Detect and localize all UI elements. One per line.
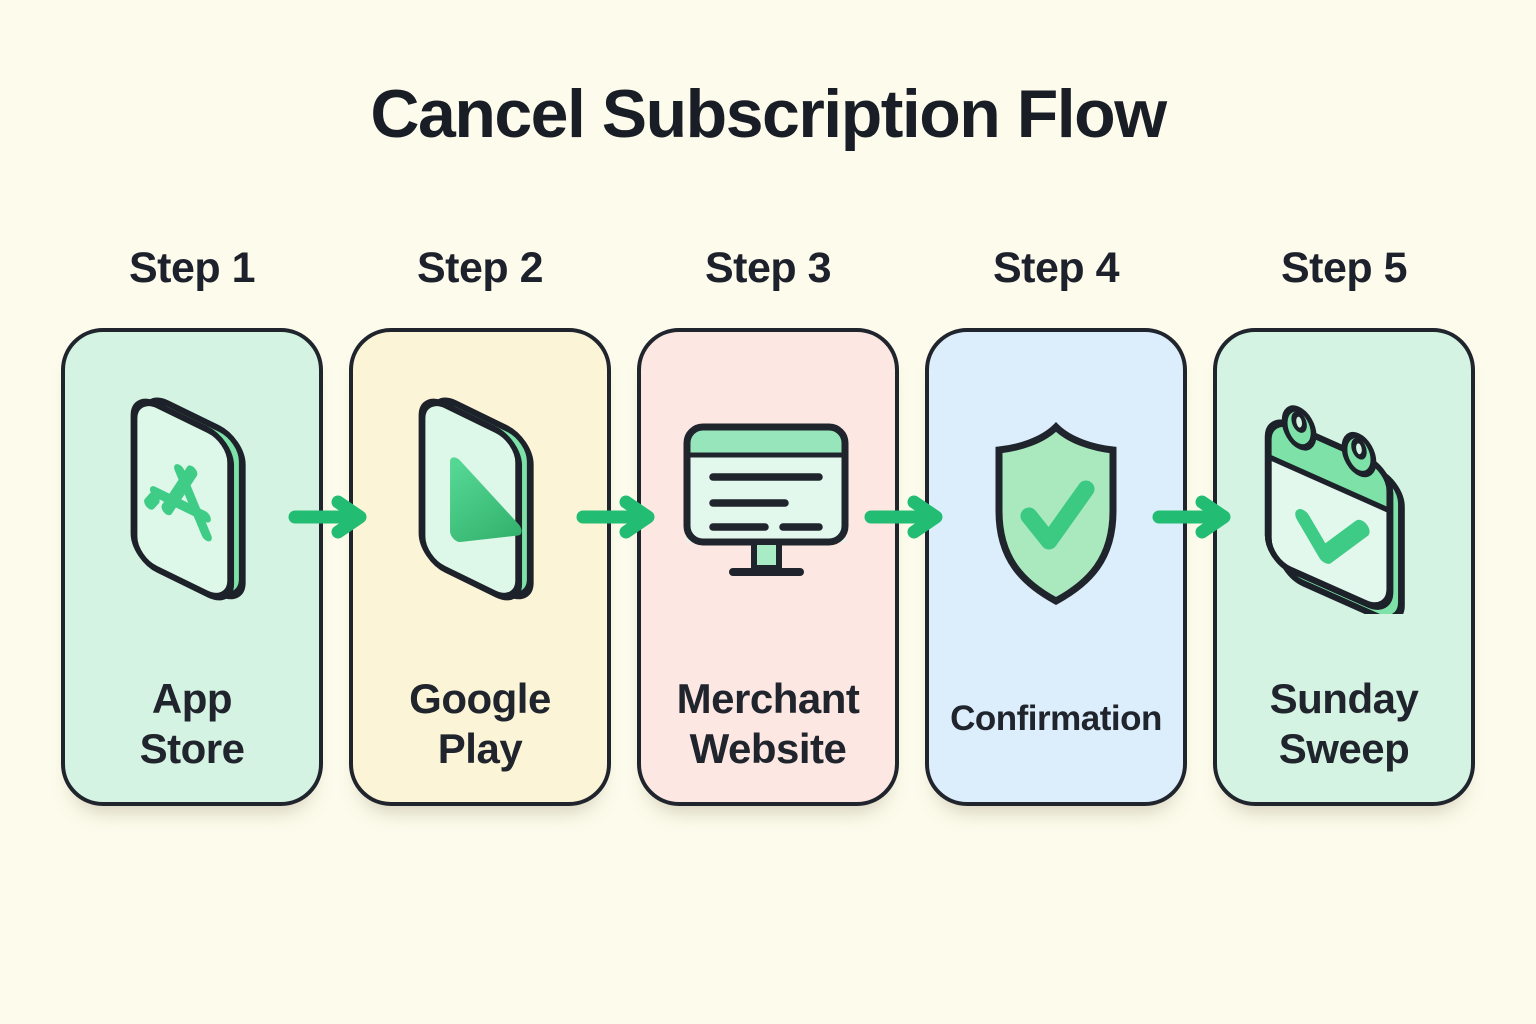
label-line: Merchant — [676, 675, 860, 722]
arrow-right-icon — [1152, 495, 1231, 539]
label-line: Sunday — [1269, 675, 1419, 722]
step-3-label: Step 3 — [704, 244, 832, 292]
step-5-card: Sunday Sweep — [1213, 328, 1475, 806]
label-line: Website — [689, 725, 847, 772]
label-line: App — [151, 675, 233, 722]
step-1-label: Step 1 — [128, 244, 256, 292]
arrow-right-icon — [288, 495, 367, 539]
step-1-column: Step 1 — [61, 244, 323, 806]
flow-row: Step 1 — [0, 244, 1536, 806]
step-1-card-label: App Store — [140, 674, 245, 774]
binder-ring — [1341, 431, 1377, 478]
step-4-column: Step 4 Confirmation — [925, 244, 1187, 806]
step-1-card: App Store — [61, 328, 323, 806]
label-line: Confirmation — [950, 699, 1162, 738]
label-line: Store — [139, 725, 245, 772]
google-play-icon — [353, 332, 607, 674]
arrow-right-icon — [576, 495, 655, 539]
label-line: Google — [409, 675, 551, 722]
arrow-right-icon — [864, 495, 943, 539]
step-4-label: Step 4 — [992, 244, 1120, 292]
label-line: Sweep — [1278, 725, 1410, 772]
step-2-card-label: Google Play — [409, 674, 551, 774]
page-title: Cancel Subscription Flow — [370, 76, 1167, 152]
step-4-card: Confirmation — [925, 328, 1187, 806]
step-5-column: Step 5 — [1213, 244, 1475, 806]
binder-ring — [1281, 405, 1317, 451]
confirmation-shield-icon — [929, 332, 1183, 698]
step-5-label: Step 5 — [1280, 244, 1408, 292]
merchant-website-icon — [641, 332, 895, 674]
step-2-card: Google Play — [349, 328, 611, 806]
step-3-card-label: Merchant Website — [677, 674, 860, 774]
calendar-check-icon — [1217, 332, 1471, 674]
step-2-column: Step 2 — [349, 244, 611, 806]
step-3-column: Step 3 — [637, 244, 899, 806]
app-store-icon — [65, 332, 319, 674]
step-4-card-label: Confirmation — [950, 698, 1162, 740]
label-line: Play — [437, 725, 523, 772]
step-2-label: Step 2 — [416, 244, 544, 292]
step-3-card: Merchant Website — [637, 328, 899, 806]
step-5-card-label: Sunday Sweep — [1270, 674, 1419, 774]
